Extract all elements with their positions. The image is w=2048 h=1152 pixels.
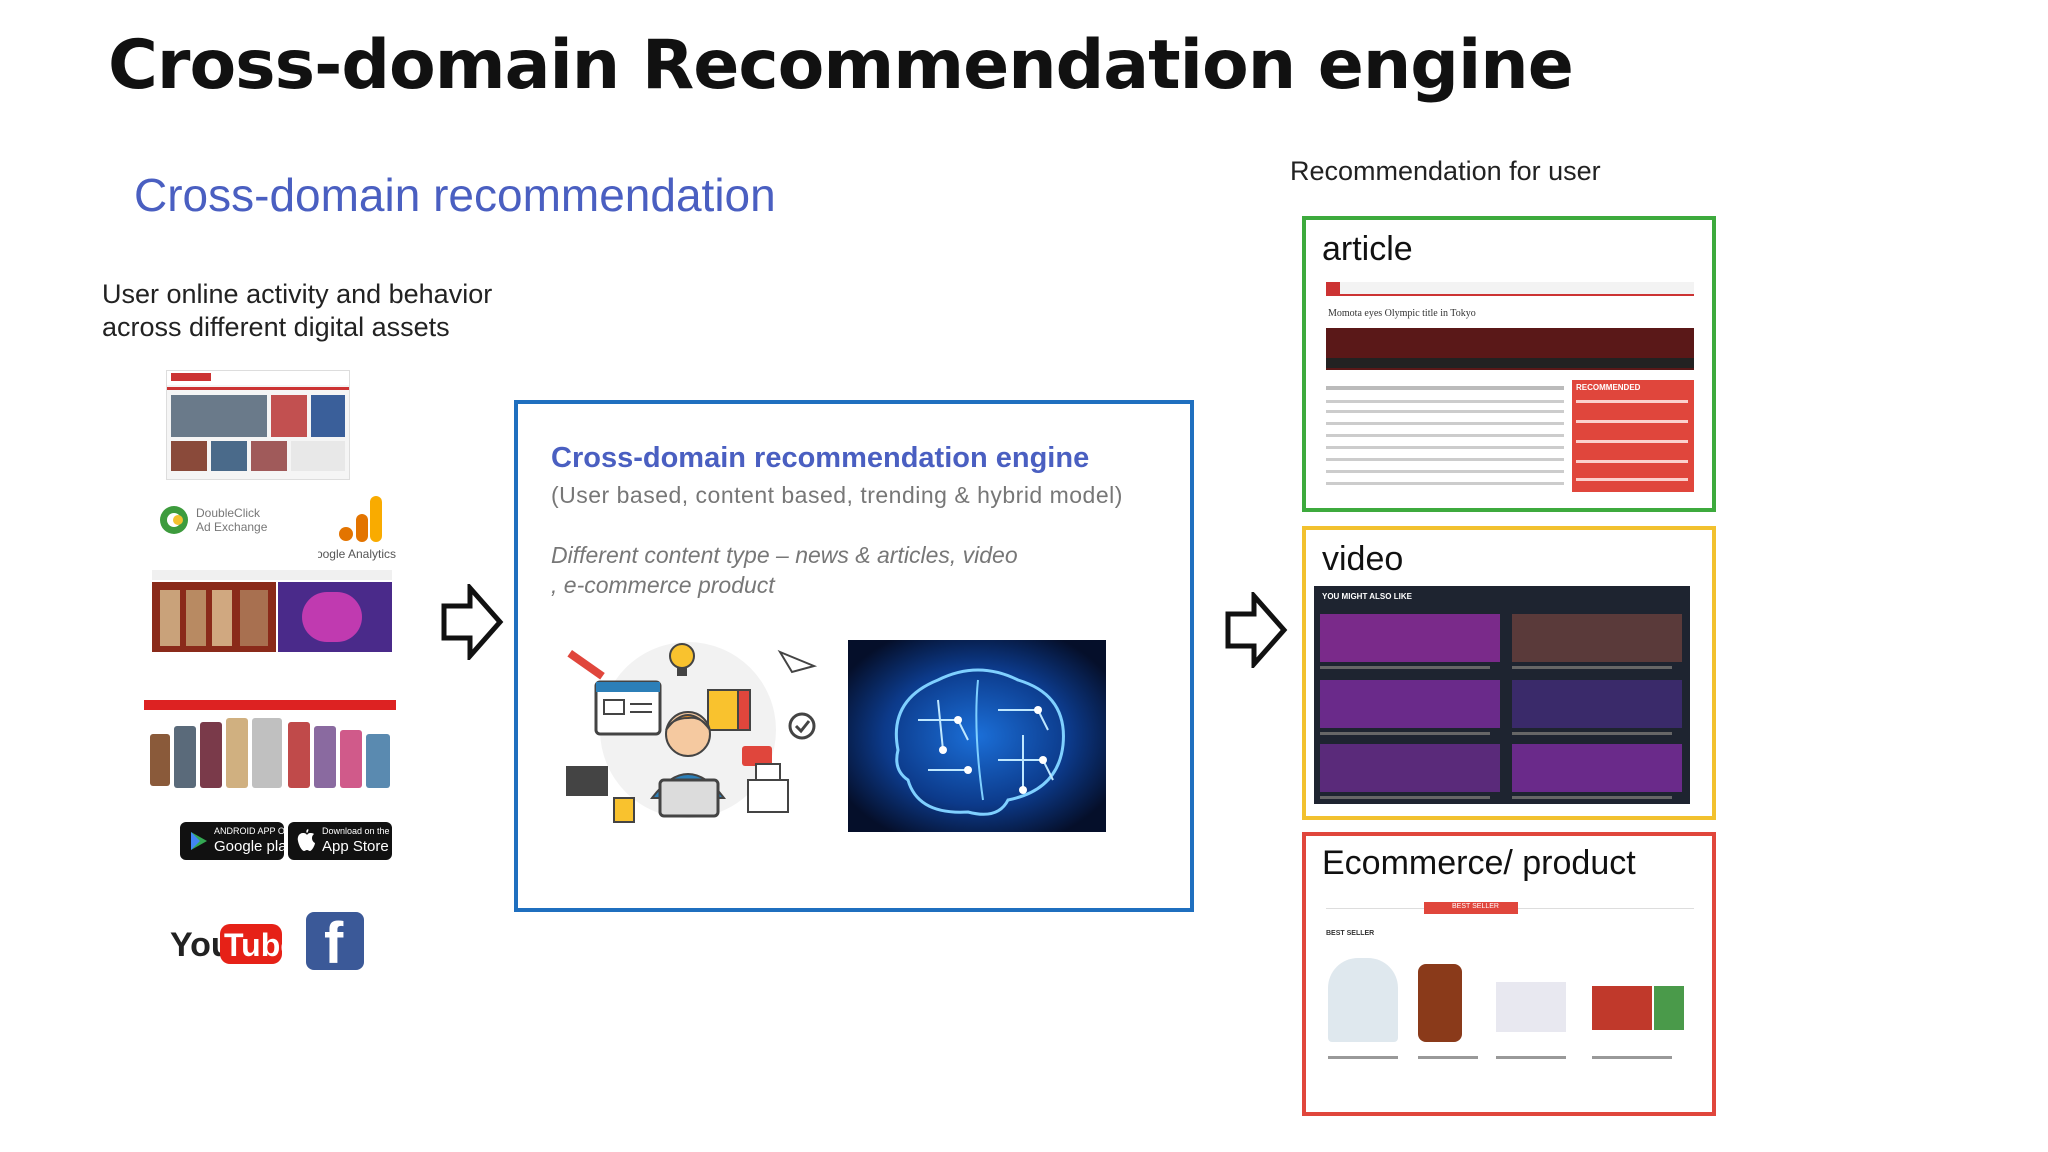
recommendation-heading: Recommendation for user	[1290, 156, 1601, 186]
doubleclick-logo: DoubleClick Ad Exchange	[160, 506, 268, 534]
facebook-letter: f	[324, 911, 344, 976]
engine-models: (User based, content based, trending & h…	[551, 482, 1123, 508]
google-play-badge[interactable]: ANDROID APP ON Google play	[180, 822, 294, 860]
article-sidebar-title: RECOMMENDED	[1576, 383, 1641, 392]
brain-circuit-image	[848, 640, 1106, 832]
youtube-logo: You Tube	[170, 924, 284, 964]
engine-content-types-line: , e-commerce product	[551, 572, 775, 598]
activity-caption-line: User online activity and behavior	[102, 279, 493, 309]
video-card: video YOU MIGHT ALSO LIKE	[1302, 526, 1716, 820]
analyst-illustration	[566, 642, 818, 823]
product-label: Ecommerce/ product	[1322, 844, 1636, 882]
paper-plane-icon	[777, 649, 818, 674]
activity-caption: User online activity and behavior across…	[102, 278, 492, 344]
apple-icon	[297, 829, 315, 851]
product-tab-active: BEST SELLER	[1452, 903, 1499, 910]
video-label: video	[1322, 540, 1404, 578]
article-label: article	[1322, 230, 1413, 268]
article-headline: Momota eyes Olympic title in Tokyo	[1328, 308, 1476, 319]
google-play-small: ANDROID APP ON	[214, 826, 292, 836]
app-store-small: Download on the	[322, 826, 390, 836]
video-strip-title: YOU MIGHT ALSO LIKE	[1322, 592, 1412, 601]
google-play-big: Google play	[214, 838, 295, 855]
lightbulb-icon	[669, 643, 695, 676]
section-heading: Cross-domain recommendation	[134, 169, 776, 221]
pencil-icon	[567, 649, 605, 680]
laptop-icon	[658, 778, 720, 818]
engine-content-types-line: Different content type – news & articles…	[551, 542, 1018, 568]
youtube-tube: Tube	[224, 927, 284, 963]
engine-content-types: Different content type – news & articles…	[551, 540, 1018, 600]
analytics-label: Google Analytics	[318, 547, 396, 561]
tv-site-thumbnail	[152, 570, 392, 670]
doubleclick-line2: Ad Exchange	[196, 520, 268, 534]
play-triangle-icon	[191, 832, 207, 850]
product-section-title: BEST SELLER	[1326, 930, 1375, 937]
activity-caption-line: across different digital assets	[102, 312, 450, 342]
facebook-logo: f	[306, 911, 364, 976]
doubleclick-line1: DoubleClick	[196, 506, 261, 520]
article-card: article Momota eyes Olympic title in Tok…	[1302, 216, 1716, 512]
engine-title: Cross-domain recommendation engine	[551, 442, 1090, 474]
arrow-right-icon	[1225, 592, 1288, 668]
news-site-thumbnail	[166, 370, 350, 480]
mobile-apps-thumbnail	[144, 700, 396, 806]
app-store-badge[interactable]: Download on the App Store	[288, 822, 392, 860]
slide-title: Cross-domain Recommendation engine	[108, 26, 1574, 105]
google-analytics-logo: Google Analytics	[318, 496, 396, 561]
product-card: Ecommerce/ product BEST SELLER BEST SELL…	[1302, 832, 1716, 1116]
app-store-big: App Store	[322, 838, 389, 855]
arrow-right-icon	[441, 584, 504, 660]
